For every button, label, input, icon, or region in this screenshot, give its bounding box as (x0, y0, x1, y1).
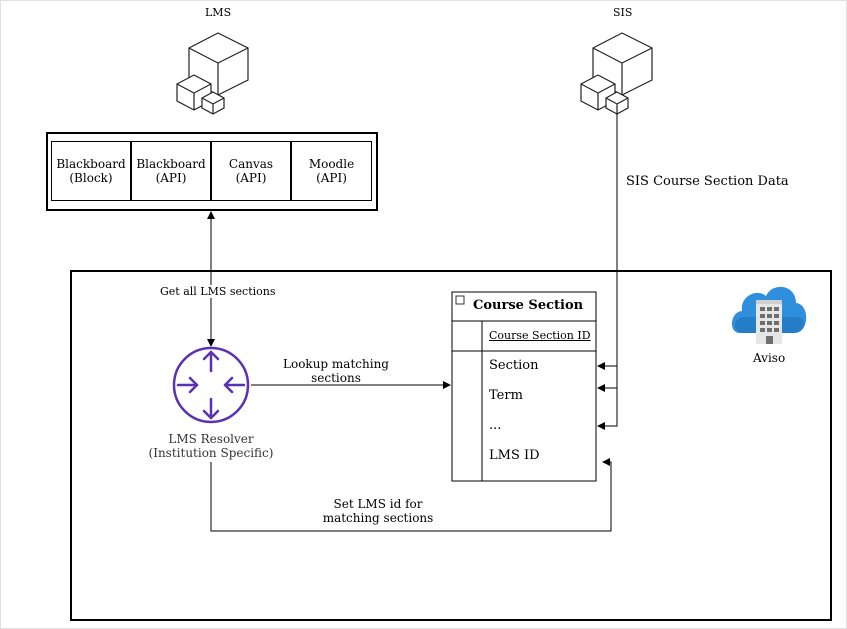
platform-name: Canvas (228, 157, 274, 171)
lms-platform-moodle-api: Moodle (API) (291, 141, 372, 201)
lookup-label-line1: Lookup matching (283, 357, 389, 371)
set-id-label-line1: Set LMS id for (333, 497, 423, 511)
course-section-table (451, 291, 597, 482)
lms-platform-canvas-api: Canvas (API) (211, 141, 291, 201)
platform-name: Moodle (308, 157, 355, 171)
aviso-container (70, 270, 832, 621)
resolver-label-line1: LMS Resolver (168, 432, 254, 446)
table-title: Course Section (473, 298, 584, 313)
collapse-toggle[interactable] (455, 295, 465, 305)
table-row-ellipsis: ... (489, 418, 502, 433)
sis-data-label: SIS Course Section Data (626, 174, 789, 189)
table-row-section: Section (489, 358, 539, 373)
table-row-lms-id: LMS ID (489, 448, 540, 463)
platform-variant: (API) (316, 171, 347, 185)
resolver-label: LMS Resolver (Institution Specific) (141, 432, 281, 460)
lms-cubes-icon (176, 32, 249, 115)
sis-cubes-icon (580, 32, 653, 115)
lms-platform-blackboard-api: Blackboard (API) (131, 141, 211, 201)
table-row-term: Term (489, 388, 523, 403)
cloud-building-icon (731, 286, 807, 344)
platform-name: Blackboard (56, 157, 126, 171)
platform-variant: (API) (235, 171, 267, 185)
lms-title: LMS (205, 6, 232, 19)
lms-platform-blackboard-block: Blackboard (Block) (51, 141, 131, 201)
platform-name: Blackboard (136, 157, 206, 171)
sis-feed-ellipsis (597, 113, 618, 430)
router-icon (172, 346, 250, 424)
resolver-label-line2: (Institution Specific) (148, 446, 274, 460)
table-key-field: Course Section ID (489, 329, 591, 342)
aviso-label: Aviso (753, 351, 786, 365)
get-sections-label: Get all LMS sections (160, 285, 276, 298)
platform-variant: (Block) (69, 171, 113, 185)
lookup-label-line2: sections (311, 371, 361, 385)
set-id-label: Set LMS id for matching sections (308, 497, 448, 525)
sis-title: SIS (613, 6, 633, 19)
platform-variant: (API) (155, 171, 187, 185)
set-id-connector (210, 458, 612, 532)
lookup-label: Lookup matching sections (276, 357, 396, 385)
set-id-label-line2: matching sections (322, 511, 434, 525)
